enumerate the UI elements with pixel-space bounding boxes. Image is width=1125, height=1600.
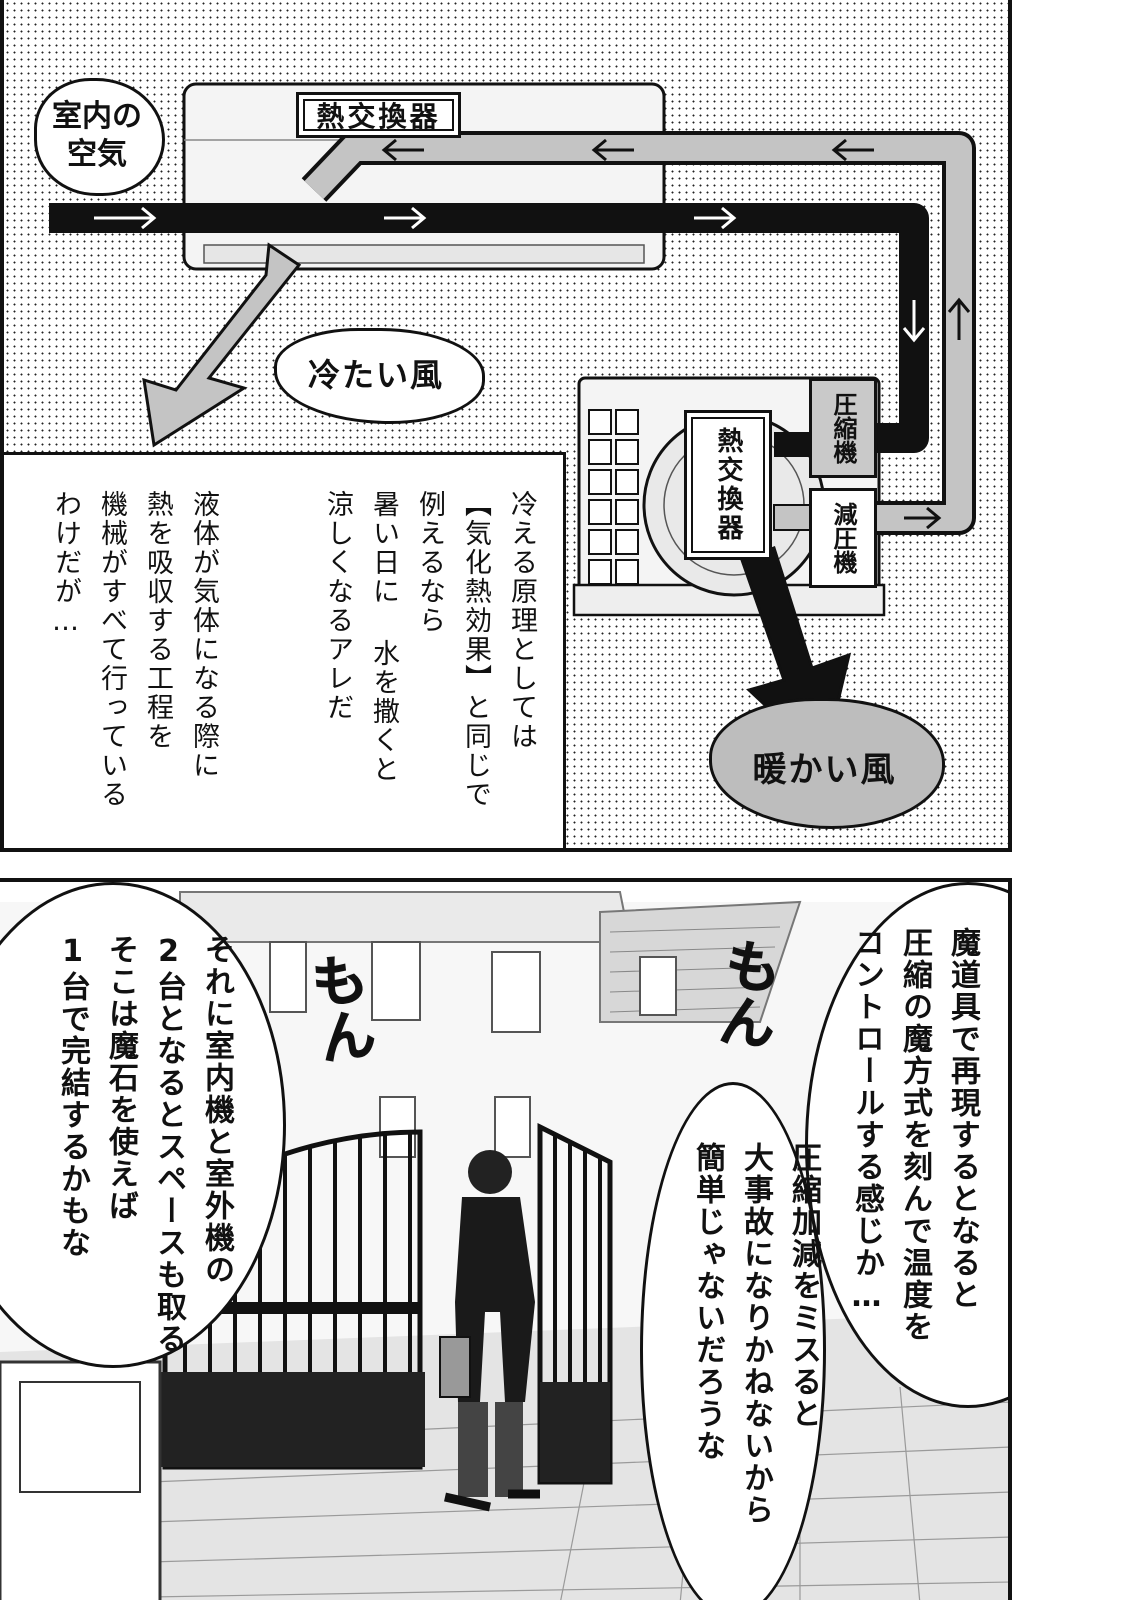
iron-gate-left (160, 1129, 425, 1470)
sfx-mon-right: もん (707, 933, 784, 1053)
speech-left-line-4: 1台で完結するかもな (55, 934, 90, 1259)
outdoor-heat-exchanger-label: 熱交換器 (684, 410, 772, 560)
speech-right-line-1: 魔道具で再現するとなると (945, 927, 980, 1311)
warm-wind-cloud (709, 698, 945, 829)
narration-1-line-5: 涼しくなるアレだ (322, 490, 353, 722)
narration-block-2: 液体が気体になる際に 熱を吸収する工程を 機械がすべて行っている わけだが… (42, 490, 226, 820)
narration-1-line-2: 【気化熱効果】と同じで (460, 490, 491, 809)
sfx-mon-left: もん (298, 948, 379, 1069)
speech-center-line-2: 大事故になりかねないから (738, 1142, 773, 1526)
flow-arrows (94, 206, 926, 343)
speech-left-line-2: 2台となるとスペースも取る (151, 934, 186, 1355)
narration-block-1: 冷える原理としては 【気化熱効果】と同じで 例えるなら 暑い日に 水を撒くと 涼… (314, 490, 544, 820)
indoor-air-label: 室内の空気 (52, 99, 142, 172)
speech-right-line-3: コントロールする感じか… (849, 927, 884, 1316)
warm-wind-label: 暖かい風 (752, 750, 897, 790)
indoor-air-cloud (34, 78, 165, 196)
cold-wind-cloud (274, 328, 485, 424)
narration-2-line-3: 機械がすべて行っている (96, 490, 127, 809)
compressor-label: 圧縮機 (809, 378, 877, 478)
narration-2-line-4: わけだが… (50, 490, 81, 639)
speech-center-line-3: 簡単じゃないだろうな (690, 1142, 725, 1462)
cold-wind-label: 冷たい風 (307, 356, 444, 394)
speech-left-line-3: そこは魔石を使えば (103, 934, 138, 1222)
iron-gate-right (537, 1122, 613, 1485)
speech-text-right: 魔道具で再現するとなると 圧縮の魔方式を刻んで温度を コントロールする感じか… (842, 927, 986, 1347)
narration-1-line-3: 例えるなら (414, 490, 445, 635)
speech-right-line-2: 圧縮の魔方式を刻んで温度を (897, 927, 932, 1343)
speech-text-center: 圧縮加減をミスると 大事故になりかねないから 簡単じゃないだろうな (683, 1142, 827, 1572)
narration-1-line-1: 冷える原理としては (506, 490, 537, 751)
speech-bubble-center (640, 1082, 826, 1600)
narration-box (4, 452, 566, 848)
speech-left-line-1: それに室内機と室外機の (199, 934, 234, 1286)
indoor-heat-exchanger-label: 熱交換器 (296, 92, 461, 138)
cold-wind-arrow (142, 242, 302, 448)
street-scene-panel: 魔道具で再現するとなると 圧縮の魔方式を刻んで温度を コントロールする感じか… … (0, 878, 1012, 1600)
character-figure (439, 1150, 540, 1512)
speech-text-left: それに室内機と室外機の 2台となるとスペースも取る そこは魔石を使えば 1台で完… (48, 934, 240, 1355)
speech-center-line-1: 圧縮加減をミスると (786, 1142, 821, 1430)
diagram-artwork (49, 82, 976, 763)
narration-2-line-2: 熱を吸収する工程を (142, 490, 173, 751)
narration-1-line-4: 暑い日に 水を撒くと (368, 490, 399, 784)
narration-2-line-1: 液体が気体になる際に (188, 490, 219, 780)
decompressor-label: 減圧機 (809, 488, 877, 588)
diagram-panel: 室内の空気 熱交換器 冷たい風 圧縮機 減圧機 熱交換器 暖かい風 冷える原理と… (0, 0, 1012, 852)
